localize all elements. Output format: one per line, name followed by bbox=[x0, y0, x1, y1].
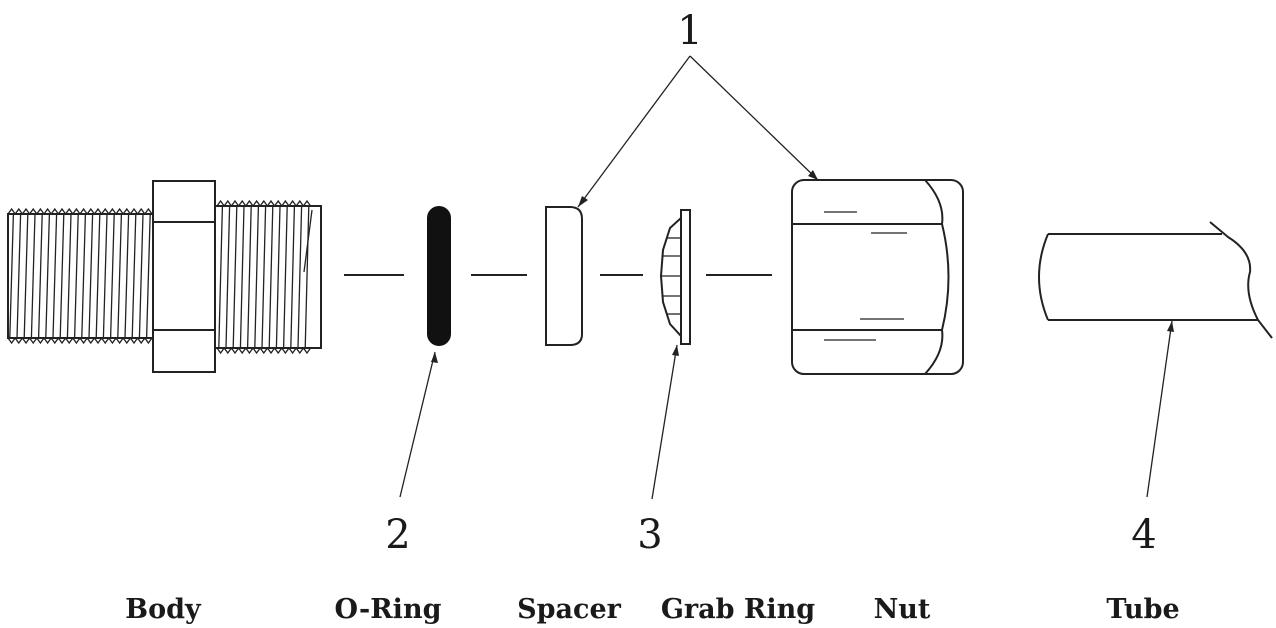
leader-4 bbox=[1146, 320, 1173, 498]
leader-1-nut bbox=[689, 55, 819, 181]
nut-part bbox=[791, 179, 964, 375]
thread-line bbox=[81, 213, 87, 339]
thread-line bbox=[9, 213, 15, 339]
thread-line bbox=[239, 205, 245, 349]
grab-ring-part bbox=[659, 209, 691, 345]
body-thread-right bbox=[214, 199, 322, 355]
thread-line bbox=[145, 213, 151, 339]
thread-line bbox=[109, 213, 115, 339]
leader-2 bbox=[399, 351, 436, 498]
label-o-ring: O-Ring bbox=[335, 594, 442, 625]
o-ring-part bbox=[427, 206, 451, 346]
leader-lines bbox=[399, 55, 1174, 500]
tube-part bbox=[1038, 221, 1273, 339]
thread-line bbox=[102, 213, 108, 339]
thread-line bbox=[23, 213, 29, 339]
thread-line bbox=[297, 205, 303, 349]
label-body: Body bbox=[125, 594, 202, 625]
thread-line bbox=[275, 205, 281, 349]
callout-2: 2 bbox=[385, 512, 410, 558]
spacer-part bbox=[545, 206, 583, 346]
thread-line bbox=[261, 205, 267, 349]
thread-line bbox=[16, 213, 22, 339]
label-nut: Nut bbox=[874, 594, 931, 625]
thread-line bbox=[45, 213, 51, 339]
label-spacer: Spacer bbox=[517, 594, 621, 625]
thread-line bbox=[73, 213, 79, 339]
label-grab-ring: Grab Ring bbox=[661, 594, 815, 625]
thread-line bbox=[30, 213, 36, 339]
leader-1-spacer bbox=[577, 55, 691, 208]
thread-line bbox=[88, 213, 94, 339]
thread-line bbox=[254, 205, 260, 349]
thread-line bbox=[225, 205, 231, 349]
thread-line bbox=[66, 213, 72, 339]
thread-line bbox=[290, 205, 296, 349]
thread-line bbox=[282, 205, 288, 349]
thread-line bbox=[52, 213, 58, 339]
callout-1: 1 bbox=[677, 8, 702, 54]
thread-profile bbox=[7, 207, 153, 216]
thread-line bbox=[124, 213, 130, 339]
thread-line bbox=[138, 213, 144, 339]
thread-line bbox=[59, 213, 65, 339]
leader-3 bbox=[651, 344, 678, 500]
body-thread-left bbox=[7, 207, 155, 345]
thread-profile bbox=[216, 199, 312, 208]
thread-line bbox=[117, 213, 123, 339]
thread-profile bbox=[7, 336, 153, 345]
thread-line bbox=[246, 205, 252, 349]
thread-line bbox=[232, 205, 238, 349]
label-tube: Tube bbox=[1106, 594, 1179, 625]
thread-profile bbox=[216, 346, 312, 355]
thread-line bbox=[37, 213, 43, 339]
thread-line bbox=[218, 205, 224, 349]
callout-4: 4 bbox=[1131, 512, 1156, 558]
thread-line bbox=[95, 213, 101, 339]
thread-line bbox=[131, 213, 137, 339]
thread-line bbox=[268, 205, 274, 349]
callout-3: 3 bbox=[637, 512, 662, 558]
body-part bbox=[7, 180, 322, 373]
body-hex bbox=[152, 180, 216, 373]
thread-line bbox=[304, 205, 310, 349]
